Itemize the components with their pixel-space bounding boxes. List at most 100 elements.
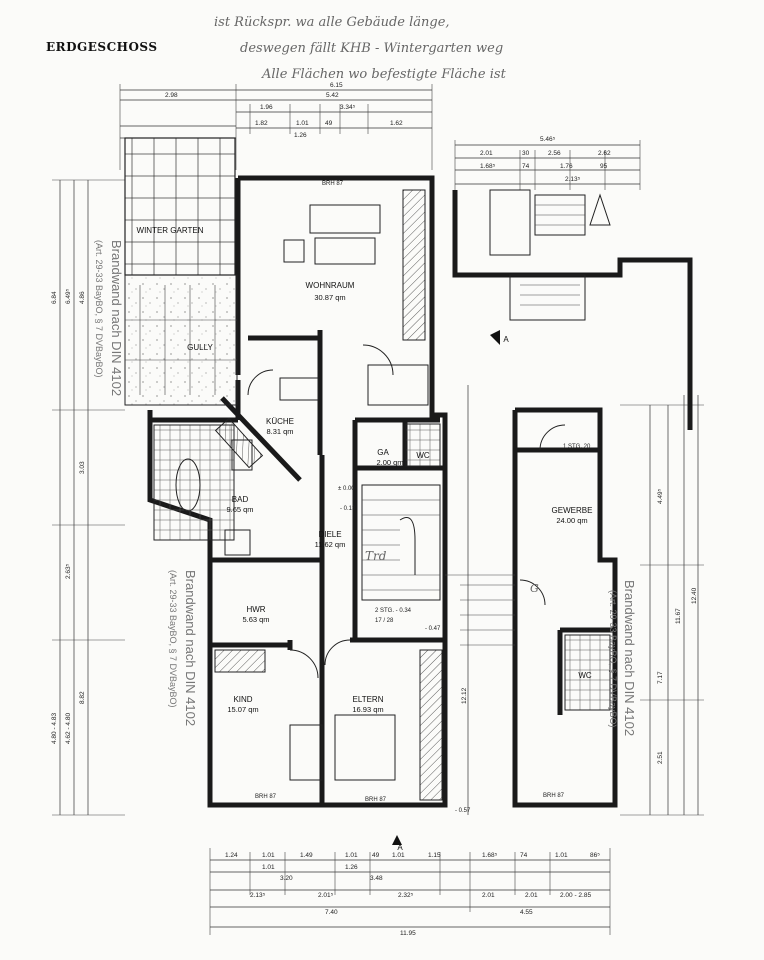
dim-b-101a: 1.01 xyxy=(262,852,275,859)
room-label-wc-gewerbe: WC xyxy=(578,671,592,680)
brh-top: BRH 87 xyxy=(322,181,344,187)
dim-b-101c: 1.01 xyxy=(345,852,358,859)
dim-b-740: 7.40 xyxy=(325,909,338,916)
eltern-bed-icon xyxy=(334,714,396,781)
terrace-area xyxy=(124,274,238,406)
room-area-diele: 11.62 qm xyxy=(315,540,346,549)
dim-b-2015: 2.01⁵ xyxy=(318,892,334,899)
handwritten-trd: Trd xyxy=(365,549,387,563)
room-area-wohnraum: 30.87 qm xyxy=(314,293,345,302)
dim-182: 1.82 xyxy=(255,120,268,127)
plan-title: ERDGESCHOSS xyxy=(46,40,158,54)
main-walls xyxy=(147,175,448,808)
dim-b-101b: 1.01 xyxy=(262,864,275,871)
room-area-kind: 15.07 qm xyxy=(227,705,258,714)
eltern-wardrobe xyxy=(419,649,443,801)
dim-b-348: 3.48 xyxy=(370,875,383,882)
dim-30: 30 xyxy=(522,150,530,157)
room-area-ga: 2.00 qm xyxy=(376,458,403,467)
dim-95: 95 xyxy=(600,163,608,170)
dining-table-icon xyxy=(367,364,429,406)
dim-201: 2.01 xyxy=(480,150,493,157)
dim-b-201a: 2.01 xyxy=(482,892,495,899)
room-label-wintergarten: WINTER GARTEN xyxy=(137,226,204,235)
dim-b-201b: 2.01 xyxy=(525,892,538,899)
dim-b-865: 86⁵ xyxy=(590,852,600,859)
dim-176: 1.76 xyxy=(560,163,573,170)
stg-1: 1 STG. 20 xyxy=(563,444,591,450)
dim-542: 5.42 xyxy=(326,92,339,99)
room-label-gully: GULLY xyxy=(187,343,213,352)
room-label-wc: WC xyxy=(416,451,430,460)
dim-b-2135: 2.13⁵ xyxy=(250,892,266,899)
top-right-structure xyxy=(452,189,693,430)
stg-2: 2 STG. - 0.34 xyxy=(375,608,412,614)
room-label-diele: DIELE xyxy=(318,530,341,539)
room-area-eltern: 16.93 qm xyxy=(352,705,383,714)
cabinet-icon xyxy=(309,204,381,234)
walkway xyxy=(445,574,515,646)
svg-text:A: A xyxy=(397,843,403,852)
dim-126: 1.26 xyxy=(294,132,307,139)
dim-3035: 3.03 xyxy=(79,461,86,474)
dim-717: 7.17 xyxy=(657,671,664,684)
gewerbe-walls xyxy=(512,407,618,808)
room-label-kind: KIND xyxy=(233,695,252,704)
top-dimensions: 6.15 5.42 2.98 1.96 3.34⁵ 1.82 1.01 49 1… xyxy=(119,82,641,190)
dim-b-2325: 2.32⁵ xyxy=(398,892,414,899)
dim-b-101e: 1.01 xyxy=(555,852,568,859)
room-label-ga: GA xyxy=(377,448,389,457)
dim-b-200: 2.00 - 2.85 xyxy=(560,892,591,899)
dim-74: 74 xyxy=(522,163,530,170)
dim-b-49: 49 xyxy=(372,852,380,859)
dim-b-126: 1.26 xyxy=(345,864,358,871)
dim-b-74: 74 xyxy=(520,852,528,859)
brandwand-right: Brandwand nach DIN 4102 xyxy=(622,580,637,736)
staircase xyxy=(361,484,441,601)
room-area-gewerbe: 24.00 qm xyxy=(556,516,587,525)
armchair-icon xyxy=(283,239,305,263)
dim-196: 1.96 xyxy=(260,104,273,111)
section-marker-top: A xyxy=(490,330,509,345)
kind-wardrobe xyxy=(214,649,266,673)
door-swing-icon xyxy=(324,639,351,666)
room-label-gewerbe: GEWERBE xyxy=(552,506,593,515)
dim-882: 8.82 xyxy=(79,691,86,704)
svg-text:A: A xyxy=(503,335,509,344)
kind-bed-icon xyxy=(289,724,323,781)
dim-462: 4.62 - 4.80 xyxy=(65,713,72,744)
door-swing-icon xyxy=(289,649,319,679)
brandwand-left-1: Brandwand nach DIN 4102 xyxy=(109,240,124,396)
bathtub-icon xyxy=(175,458,201,512)
dim-b-1195: 11.95 xyxy=(400,930,416,937)
wall-shelf xyxy=(402,189,426,341)
sofa-icon xyxy=(314,237,376,265)
dim-684: 6.84 xyxy=(51,291,58,304)
room-label-hwr: HWR xyxy=(246,605,265,614)
brandwand-right-ref: (Art. 29-33 BayBO, § 7 DVBayBO) xyxy=(608,590,618,728)
dim-162: 1.62 xyxy=(390,120,403,127)
dim-4495: 4.49⁵ xyxy=(657,488,664,504)
brandwand-left-2: Brandwand nach DIN 4102 xyxy=(183,570,198,726)
door-swing-icon xyxy=(247,369,274,396)
dim-b-115: 1.15 xyxy=(428,852,441,859)
handwritten-note-line-3: Alle Flächen wo befestigte Fläche ist xyxy=(261,67,507,82)
brh-eltern: BRH 87 xyxy=(365,797,387,803)
dim-b-455: 4.55 xyxy=(520,909,533,916)
shower-icon xyxy=(224,529,251,556)
room-area-kueche: 8.31 qm xyxy=(266,427,293,436)
dim-256: 2.56 xyxy=(548,150,561,157)
kitchen-counter xyxy=(214,417,264,469)
room-area-hwr: 5.63 qm xyxy=(242,615,269,624)
wintergarten-glazing xyxy=(124,137,236,276)
room-label-wohnraum: WOHNRAUM xyxy=(306,281,355,290)
handwritten-note-line-2: deswegen fällt KHB - Wintergarten weg xyxy=(240,41,503,56)
room-label-kueche: KÜCHE xyxy=(266,417,294,426)
dim-b-1685: 1.68⁵ xyxy=(482,852,498,859)
dim-b-149: 1.49 xyxy=(300,852,313,859)
dim-1685: 1.68⁵ xyxy=(480,163,496,170)
dim-262: 2.62 xyxy=(598,150,611,157)
dim-1212: 12.12 xyxy=(461,687,468,704)
